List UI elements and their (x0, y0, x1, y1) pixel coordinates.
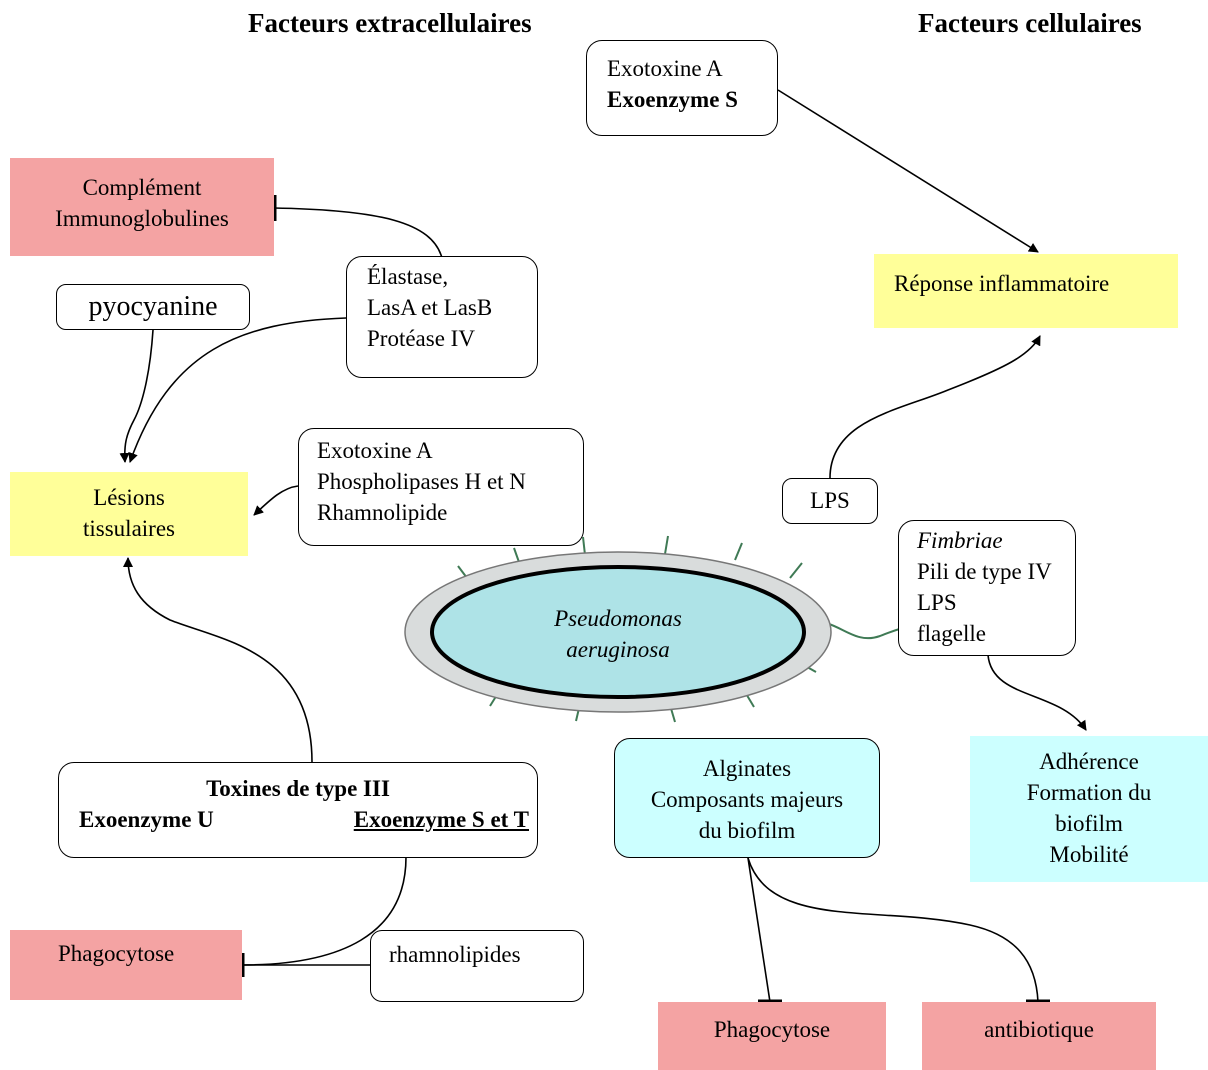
inhibit-toxins-phagocytose (241, 856, 407, 966)
node-label: Lésions (93, 485, 165, 510)
node-alginates: Alginates Composants majeurs du biofilm (614, 738, 880, 858)
inhibit-alginates-antibiotique (747, 857, 1039, 1003)
node-exotoxin-exoenzyme-s: Exotoxine A Exoenzyme S (586, 40, 778, 136)
node-label: Exotoxine A (317, 438, 433, 463)
arrow-lps-to-inflammation (829, 335, 1041, 479)
node-label: pyocyanine (88, 291, 218, 322)
node-label: du biofilm (698, 818, 796, 843)
node-label: Formation du (1026, 780, 1152, 805)
arrow-fimbriae-to-adherence (987, 654, 1087, 731)
node-tissue-lesions: Lésions tissulaires (10, 472, 248, 556)
node-title: Toxines de type III (206, 776, 390, 801)
node-label: Élastase, (367, 264, 449, 289)
node-label: Pseudomonas (554, 606, 682, 631)
header-cellular-factors: Facteurs cellulaires (918, 8, 1142, 38)
node-label: Phagocytose (58, 941, 175, 966)
node-label: Mobilité (1049, 842, 1129, 867)
arrow-elastase-to-lesions (128, 317, 347, 463)
node-rhamnolipides: rhamnolipides (370, 930, 584, 1002)
node-label: aeruginosa (566, 637, 670, 662)
node-label-exoenzyme-u: Exoenzyme U (79, 807, 214, 832)
node-label: Réponse inflammatoire (894, 271, 1110, 296)
node-label: Alginates (702, 756, 792, 781)
node-label: biofilm (1055, 811, 1123, 836)
node-label: Adhérence (1039, 749, 1139, 774)
node-label-exoenzyme-s-t: Exoenzyme S et T (353, 807, 529, 832)
node-phagocytose-bottom: Phagocytose (658, 1002, 886, 1070)
node-pyocyanine: pyocyanine (56, 284, 250, 330)
arrow-pyocyanine-to-lesions (119, 329, 154, 463)
node-phagocytose-left: Phagocytose (10, 930, 242, 1000)
node-antibiotique: antibiotique (922, 1002, 1156, 1070)
inhibit-alginates-phagocytose (747, 857, 771, 1003)
node-label: LPS (917, 590, 957, 615)
node-label: Exoenzyme S (607, 87, 738, 112)
node-label: Protéase IV (367, 326, 475, 351)
node-label: Phagocytose (713, 1017, 831, 1042)
node-label: flagelle (917, 621, 986, 646)
node-label: antibiotique (984, 1017, 1094, 1042)
node-label: Pili de type IV (917, 559, 1052, 584)
node-label: Complément (82, 175, 202, 200)
node-inflammatory-response: Réponse inflammatoire (874, 254, 1178, 328)
node-lps: LPS (782, 478, 878, 524)
node-label: Immunoglobulines (55, 206, 229, 231)
node-complement-immunoglobulines: Complément Immunoglobulines (10, 158, 274, 256)
bacterium-label: Pseudomonas aeruginosa (518, 603, 718, 665)
node-label: Rhamnolipide (317, 500, 448, 525)
node-label: Phospholipases H et N (317, 469, 526, 494)
node-type-iii-toxins: Toxines de type III Exoenzyme U Exoenzym… (58, 762, 538, 858)
node-label: Exotoxine A (607, 56, 723, 81)
node-fimbriae: Fimbriae Pili de type IV LPS flagelle (898, 520, 1076, 656)
arrow-toxins-to-lesions (123, 557, 313, 763)
inhibit-elastase-complement (273, 207, 443, 259)
node-label: tissulaires (83, 516, 175, 541)
node-label: Fimbriae (917, 528, 1003, 553)
header-extracellular-factors: Facteurs extracellulaires (248, 8, 532, 38)
arrow-exotoxin-to-lesions (253, 485, 299, 516)
node-exotoxin-phospholipases: Exotoxine A Phospholipases H et N Rhamno… (298, 428, 584, 546)
node-adherence: Adhérence Formation du biofilm Mobilité (970, 736, 1208, 882)
node-label: Composants majeurs (650, 787, 844, 812)
node-label: LPS (810, 488, 850, 513)
bacterium-drawing (404, 535, 911, 723)
arrow-exotoxin-to-inflammation (777, 89, 1039, 253)
node-label: LasA et LasB (367, 295, 493, 320)
node-label: rhamnolipides (389, 942, 521, 967)
node-elastase: Élastase, LasA et LasB Protéase IV (346, 256, 538, 378)
